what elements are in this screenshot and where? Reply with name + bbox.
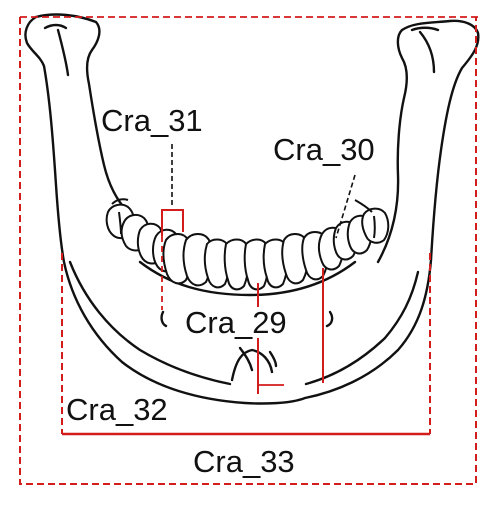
cra32-measure-lines (61, 253, 431, 434)
cra30-leader-line (335, 174, 356, 239)
cra32-label: Cra_32 (64, 392, 170, 427)
teeth (105, 198, 390, 291)
cra31-label: Cra_31 (101, 103, 203, 138)
mandible-outline (24, 13, 480, 405)
cra30-label: Cra_30 (273, 132, 375, 167)
cra33-measure-lines (19, 17, 477, 485)
cra33-label: Cra_33 (191, 444, 297, 479)
cra29-label: Cra_29 (183, 305, 289, 340)
cra31-bracket (161, 209, 184, 236)
